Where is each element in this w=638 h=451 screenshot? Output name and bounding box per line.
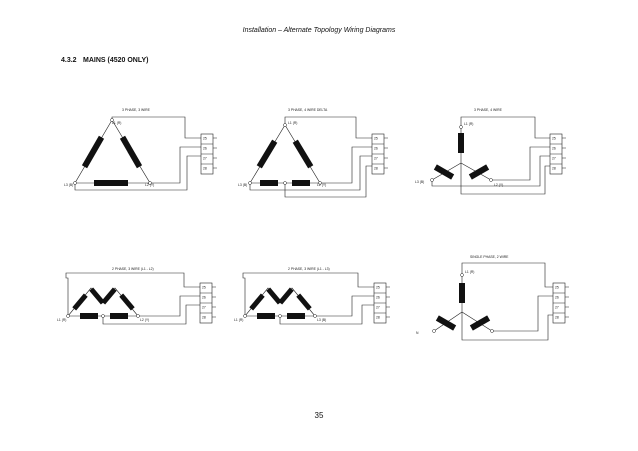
- diagram-3-phase-3-wire: [74, 116, 217, 191]
- diagram-1-title: 3 PHASE, 3 WIRE: [122, 108, 151, 112]
- diagram-5-terminal-25: 25: [376, 286, 380, 290]
- diagram-4-terminal-26: 26: [202, 296, 206, 300]
- diagram-2-label-l3: L3 (B): [238, 183, 247, 187]
- diagram-5-title: 2 PHASE, 3 WIRE (L1 - L3): [288, 267, 330, 271]
- diagram-1-terminal-26: 26: [203, 147, 207, 151]
- diagram-6-title: SINGLE PHASE, 2 WIRE: [470, 255, 509, 259]
- diagram-3-label-l1: L1 (R): [464, 122, 473, 126]
- diagram-6-terminal-25: 25: [555, 286, 559, 290]
- diagram-2-label-l1: L1 (R): [288, 121, 297, 125]
- diagram-4-terminal-25: 25: [202, 286, 206, 290]
- diagram-3-terminal-25: 25: [552, 137, 556, 141]
- diagram-1-terminal-25: 25: [203, 137, 207, 141]
- diagram-3-terminal-26: 26: [552, 147, 556, 151]
- diagram-5-label-l1: L1 (R): [234, 318, 243, 322]
- diagram-4-terminal-27: 27: [202, 306, 206, 310]
- page-header: Installation – Alternate Topology Wiring…: [242, 27, 396, 34]
- diagram-2-terminal-25: 25: [374, 137, 378, 141]
- diagram-3-label-l3: L3 (B): [415, 180, 424, 184]
- diagram-2-terminal-27: 27: [374, 157, 378, 161]
- section-heading: 4.3.2 MAINS (4520 ONLY): [61, 57, 148, 64]
- diagram-3-terminal-28: 28: [552, 167, 556, 171]
- diagram-6-terminal-27: 27: [555, 306, 559, 310]
- diagram-5-terminal-26: 26: [376, 296, 380, 300]
- diagram-5-terminal-28: 28: [376, 316, 380, 320]
- diagram-2-terminal-28: 28: [374, 167, 378, 171]
- diagram-6-label-n: N: [416, 331, 419, 335]
- diagram-5-terminal-27: 27: [376, 306, 380, 310]
- diagram-1-terminal-27: 27: [203, 157, 207, 161]
- diagram-2-terminal-26: 26: [374, 147, 378, 151]
- diagram-1-terminal-28: 28: [203, 167, 207, 171]
- diagram-2-title: 3 PHASE, 4 WIRE DELTA: [288, 108, 328, 112]
- diagram-4-label-l1: L1 (R): [57, 318, 66, 322]
- diagram-3-terminal-27: 27: [552, 157, 556, 161]
- diagram-4-title: 2 PHASE, 3 WIRE (L1 - L2): [112, 267, 154, 271]
- diagram-1-label-l2: L2 (Y): [145, 183, 154, 187]
- section-number: 4.3.2: [61, 57, 77, 64]
- diagram-6-terminal-26: 26: [555, 296, 559, 300]
- diagram-3-title: 3 PHASE, 4 WIRE: [474, 108, 503, 112]
- diagram-6-terminal-28: 28: [555, 316, 559, 320]
- diagram-4-label-l2: L2 (Y): [140, 318, 149, 322]
- section-title: MAINS (4520 ONLY): [83, 57, 149, 64]
- diagram-2-label-l2: L2 (Y): [317, 183, 326, 187]
- winding-coils: [72, 133, 491, 331]
- page-number: 35: [314, 411, 324, 420]
- diagram-5-label-l3: L3 (B): [317, 318, 326, 322]
- diagram-6-label-l1: L1 (R): [465, 270, 474, 274]
- diagram-1-label-l1: L1 (R): [112, 121, 121, 125]
- diagram-1-label-l3: L3 (B): [64, 183, 73, 187]
- diagram-4-terminal-28: 28: [202, 316, 206, 320]
- diagram-3-label-l2: L2 (Y): [494, 183, 503, 187]
